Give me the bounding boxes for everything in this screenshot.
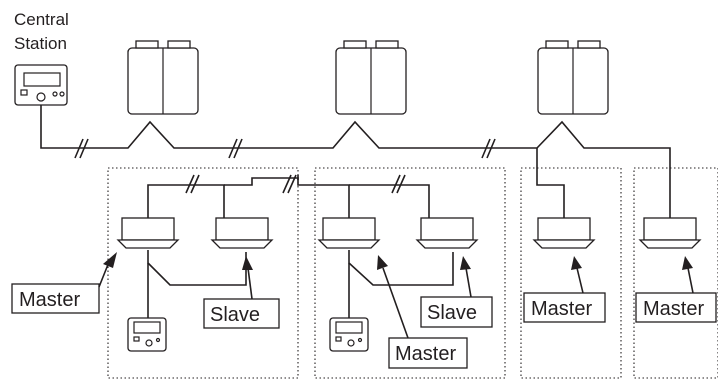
zone-2-master-label: Master: [395, 343, 456, 365]
zone-3-wiring: [536, 148, 565, 218]
indoor-unit-master: [532, 217, 596, 249]
zone-1-slave-label: Slave: [210, 304, 260, 326]
zone-2-slave-label: Slave: [427, 302, 477, 324]
zone-1-master-callout: Master: [11, 252, 117, 314]
central-station-label-line1: Central: [14, 10, 69, 29]
zone-3-master-label: Master: [531, 298, 592, 320]
remote-controller-icon: [127, 317, 167, 352]
zone-2-wiring: [348, 174, 454, 318]
central-station-label-line2: Station: [14, 34, 67, 53]
zone-1-wiring: [147, 174, 350, 318]
indoor-unit-slave: [210, 217, 274, 249]
central-station-controller-icon: [14, 64, 68, 106]
zone-2-master-callout: Master: [377, 255, 468, 369]
zone-4-master-callout: Master: [635, 256, 717, 323]
indoor-unit-master: [116, 217, 180, 249]
zone-4-outline: [633, 167, 718, 379]
zone-2-slave-callout: Slave: [420, 256, 493, 328]
zone-4-master-label: Master: [643, 298, 704, 320]
remote-controller-icon: [329, 317, 369, 352]
zone-3-master-callout: Master: [523, 256, 606, 323]
indoor-unit-master: [638, 217, 702, 249]
outdoor-unit-3: [537, 40, 609, 115]
indoor-unit-slave: [415, 217, 479, 249]
zone-1-master-label: Master: [19, 289, 80, 311]
indoor-unit-master: [317, 217, 381, 249]
outdoor-unit-1: [127, 40, 199, 115]
zone-1-slave-callout: Slave: [203, 256, 280, 329]
central-wiring: [40, 105, 671, 218]
zone-3-outline: [520, 167, 622, 379]
outdoor-unit-2: [335, 40, 407, 115]
